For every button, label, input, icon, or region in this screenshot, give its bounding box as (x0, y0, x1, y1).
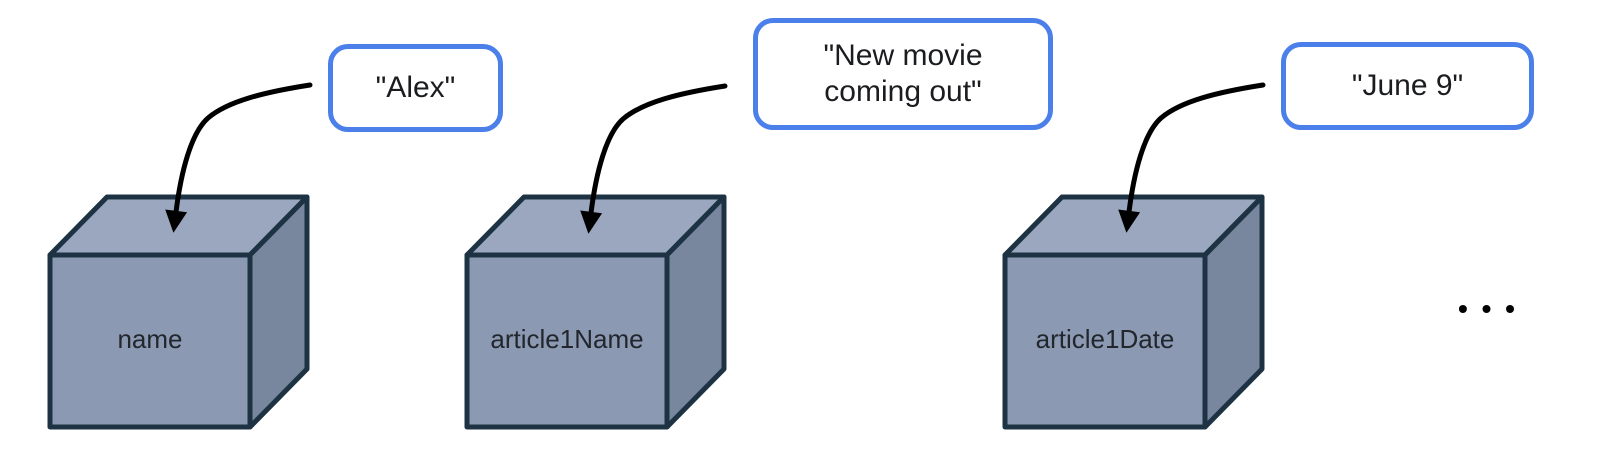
assignment-arrow-article1name (580, 83, 728, 234)
assignment-arrow-name (165, 82, 313, 233)
arrow-curve (580, 83, 728, 234)
assignment-arrow-article1date (1118, 82, 1266, 233)
value-bubble-june-9: "June 9" (1281, 42, 1534, 130)
ellipsis-dots-icon: • • • (1458, 293, 1518, 324)
value-text: "June 9" (1351, 69, 1464, 102)
cube-front-face (464, 252, 670, 430)
more-variables-ellipsis: • • • (1442, 287, 1534, 331)
value-text: "New movie coming out" (823, 39, 983, 108)
arrow-curve (165, 82, 313, 233)
cube-front-face (47, 252, 253, 430)
variable-label: article1Name (490, 324, 643, 354)
variable-label: article1Date (1036, 324, 1175, 354)
variable-label: name (117, 324, 182, 354)
value-bubble-new-movie: "New movie coming out" (753, 18, 1053, 130)
value-bubble-alex: "Alex" (328, 44, 503, 132)
arrow-curve (1118, 82, 1266, 233)
variable-box-name: name (47, 194, 310, 430)
variable-box-article1name: article1Name (464, 194, 727, 430)
variable-box-article1date: article1Date (1002, 194, 1265, 430)
value-text: "Alex" (375, 71, 456, 104)
cube-front-face (1002, 252, 1208, 430)
